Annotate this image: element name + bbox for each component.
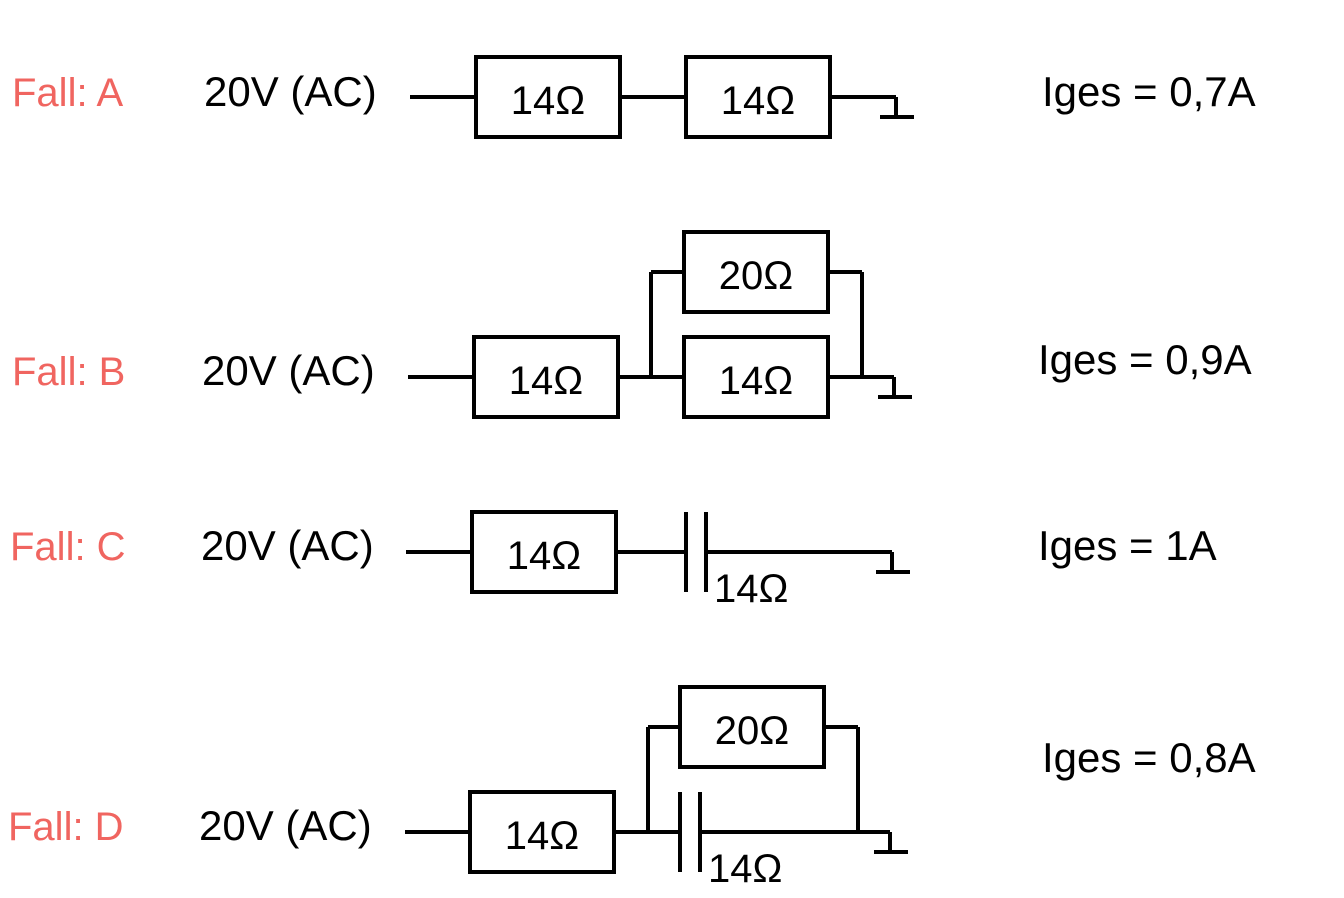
case-a-resistor-2 xyxy=(684,55,832,139)
case-d-parallel-resistor-top-label: 20Ω xyxy=(715,709,789,753)
case-d-wires xyxy=(405,725,890,834)
case-d-resistor-1-label: 14Ω xyxy=(505,814,579,858)
case-b-label: Fall: B xyxy=(12,350,125,394)
case-a-ground-icon xyxy=(880,97,914,119)
case-b-parallel-resistor-bottom xyxy=(682,335,830,419)
case-a-resistor-2-label: 14Ω xyxy=(721,79,795,123)
case-c-ground-icon xyxy=(876,552,910,574)
case-a-total-current: Iges = 0,7A xyxy=(1042,68,1256,115)
case-c-resistor-1-label: 14Ω xyxy=(507,534,581,578)
case-b-resistor-1-label: 14Ω xyxy=(509,359,583,403)
case-d-capacitor-label: 14Ω xyxy=(708,847,782,891)
case-d-ground-icon xyxy=(874,832,908,854)
case-a: Fall: A 20V (AC) 14Ω 14Ω Iges = 0,7A xyxy=(12,55,1256,139)
case-d-source-label: 20V (AC) xyxy=(199,802,372,849)
case-d-resistor-1 xyxy=(468,790,616,874)
case-c-resistor-1 xyxy=(470,510,618,594)
case-b-ground-icon xyxy=(878,377,912,399)
case-b-resistor-1 xyxy=(472,335,620,419)
case-d-parallel-resistor-top xyxy=(678,685,826,769)
case-b-parallel-resistor-bottom-label: 14Ω xyxy=(719,359,793,403)
case-b-parallel-resistor-top xyxy=(682,230,830,314)
case-c-capacitor-label: 14Ω xyxy=(714,567,788,611)
case-a-source-label: 20V (AC) xyxy=(204,68,377,115)
case-d: Fall: D 20V (AC) 14Ω 20Ω 14Ω Iges = 0,8A xyxy=(8,685,1256,891)
case-a-resistor-1-label: 14Ω xyxy=(511,79,585,123)
case-c-capacitor-icon xyxy=(684,512,708,592)
case-b-parallel-resistor-top-label: 20Ω xyxy=(719,254,793,298)
case-d-label: Fall: D xyxy=(8,805,124,849)
case-a-label: Fall: A xyxy=(12,71,123,115)
case-d-capacitor-icon xyxy=(678,792,702,872)
case-b: Fall: B 20V (AC) 14Ω 20Ω 14Ω Iges = 0,9A xyxy=(12,230,1252,419)
case-b-wires xyxy=(408,270,894,379)
case-a-resistor-1 xyxy=(474,55,622,139)
case-c: Fall: C 20V (AC) 14Ω 14Ω Iges = 1A xyxy=(10,510,1217,611)
case-d-total-current: Iges = 0,8A xyxy=(1042,734,1256,781)
case-c-label: Fall: C xyxy=(10,525,126,569)
case-b-total-current: Iges = 0,9A xyxy=(1038,336,1252,383)
case-c-total-current: Iges = 1A xyxy=(1038,522,1217,569)
case-c-source-label: 20V (AC) xyxy=(201,522,374,569)
case-b-source-label: 20V (AC) xyxy=(202,347,375,394)
